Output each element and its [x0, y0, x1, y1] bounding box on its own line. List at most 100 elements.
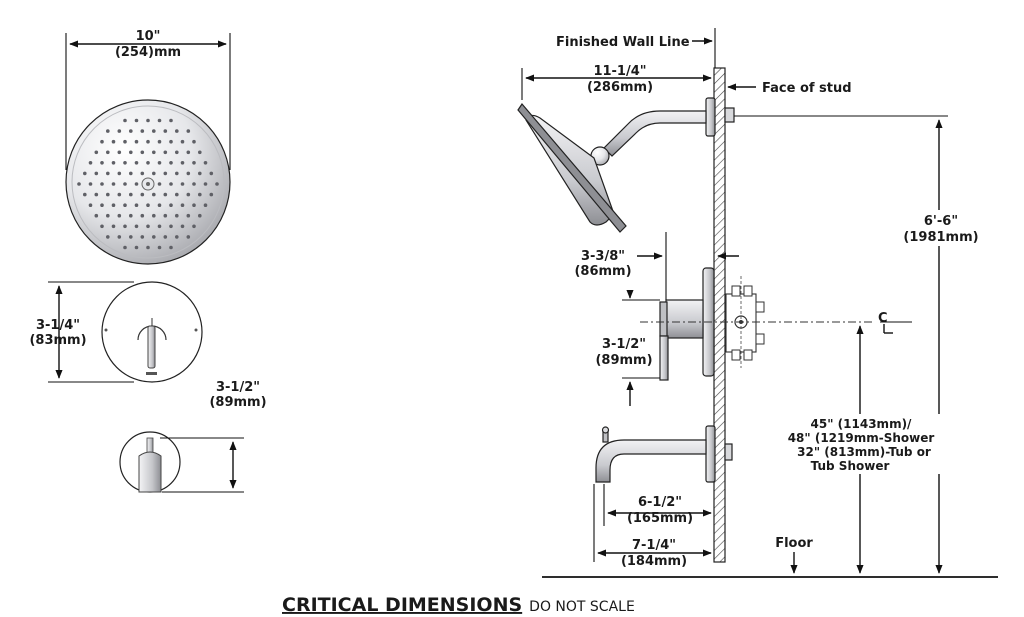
spray-nozzle — [117, 150, 122, 155]
spray-nozzle — [146, 203, 150, 207]
spray-nozzles — [77, 118, 219, 250]
spray-nozzle — [169, 161, 173, 165]
spray-nozzle — [152, 171, 156, 176]
spray-nozzle — [134, 203, 139, 207]
spray-nozzle — [152, 235, 156, 239]
spray-nozzle — [140, 213, 145, 218]
spray-nozzle — [111, 203, 116, 207]
spray-nozzle — [163, 192, 168, 197]
spray-nozzle — [83, 192, 87, 197]
spray-nozzle — [175, 213, 179, 218]
spray-nozzle — [175, 129, 179, 133]
spray-nozzle — [106, 171, 110, 176]
spray-nozzle — [152, 150, 156, 155]
spray-nozzle — [106, 213, 110, 218]
spray-nozzle — [152, 192, 156, 197]
spray-nozzle — [163, 129, 168, 133]
spray-nozzle — [100, 139, 104, 144]
handle-depth-imperial: 3-3/8" — [581, 249, 625, 264]
spray-nozzle — [192, 224, 196, 229]
spray-nozzle — [117, 129, 122, 133]
spray-nozzle — [175, 235, 179, 239]
centerline-symbol: C — [878, 311, 888, 326]
spray-nozzle — [140, 150, 145, 155]
spray-nozzle — [169, 203, 173, 207]
spray-nozzle — [134, 118, 139, 123]
spout-reach-metric: (165mm) — [627, 511, 693, 526]
footer-title: CRITICAL DIMENSIONS — [282, 594, 522, 616]
spray-nozzle — [157, 224, 162, 229]
spray-nozzle — [129, 129, 133, 133]
floor-label: Floor — [775, 536, 813, 551]
spray-nozzle — [157, 139, 162, 144]
spray-nozzle — [129, 213, 133, 218]
showerhead-side-view — [517, 97, 735, 233]
spray-nozzle — [117, 192, 122, 197]
spray-nozzle — [203, 161, 208, 165]
spray-nozzle — [123, 203, 127, 207]
valve-trim-front-view — [101, 281, 203, 383]
spray-nozzle — [100, 224, 104, 229]
spray-nozzle — [186, 129, 191, 133]
spray-nozzle — [192, 182, 196, 186]
spray-nozzle — [94, 213, 99, 218]
spray-nozzle — [146, 161, 150, 165]
spray-nozzle — [117, 235, 122, 239]
face-of-stud-label: Face of stud — [762, 81, 852, 96]
spray-nozzle — [157, 182, 162, 186]
head-width-dimension: 10" (254)mm — [65, 29, 231, 170]
arm-reach-dimension: 11-1/4" (286mm) — [521, 64, 712, 100]
tub-spout-front-view — [119, 431, 181, 493]
spray-nozzle — [180, 224, 185, 229]
spray-nozzle — [203, 182, 208, 186]
valve-height-line3: 32" (813mm)-Tub or — [797, 445, 931, 459]
spray-nozzle — [180, 203, 185, 207]
spray-nozzle — [123, 245, 127, 250]
spray-nozzle — [175, 150, 179, 155]
spray-nozzle — [140, 192, 145, 197]
spout-height-dimension: 3-1/2" (89mm) — [160, 380, 267, 493]
spray-nozzle — [140, 235, 145, 239]
spray-nozzle — [123, 182, 127, 186]
valve-centerline: C — [640, 311, 912, 334]
spray-nozzle — [140, 171, 145, 176]
spray-nozzle — [163, 213, 168, 218]
spray-nozzle — [180, 139, 185, 144]
spray-nozzle — [157, 203, 162, 207]
spray-nozzle — [106, 192, 110, 197]
spray-nozzle — [106, 129, 110, 133]
spray-nozzle — [88, 203, 93, 207]
spray-nozzle — [186, 171, 191, 176]
spray-nozzle — [209, 192, 214, 197]
spray-nozzle — [123, 139, 127, 144]
spray-nozzle — [129, 235, 133, 239]
spray-nozzle — [111, 182, 116, 186]
spray-nozzle — [192, 139, 196, 144]
valve-side-view — [659, 267, 765, 381]
finished-wall-line-label: Finished Wall Line — [556, 35, 690, 50]
tub-spout-side-view — [595, 425, 733, 483]
spray-nozzle — [77, 182, 81, 186]
spray-nozzle — [198, 192, 202, 197]
spray-nozzle — [163, 171, 168, 176]
spout-reach-imperial: 6-1/2" — [638, 495, 682, 510]
spray-nozzle — [134, 161, 139, 165]
spray-nozzle — [146, 139, 150, 144]
spray-nozzle — [198, 213, 202, 218]
trim-height-metric: (83mm) — [29, 333, 86, 348]
spray-nozzle — [169, 139, 173, 144]
valve-height-dimension: 45" (1143mm)/ 48" (1219mm-Shower 32" (81… — [782, 325, 942, 574]
spray-nozzle — [157, 118, 162, 123]
spout-total-imperial: 7-1/4" — [632, 538, 676, 553]
spray-nozzle — [186, 235, 191, 239]
spray-nozzle — [215, 182, 219, 186]
finished-wall — [713, 67, 726, 563]
spout-height-metric: (89mm) — [209, 395, 266, 410]
spray-nozzle — [134, 245, 139, 250]
spray-nozzle — [192, 203, 196, 207]
spray-nozzle — [129, 192, 133, 197]
head-width-imperial: 10" — [136, 29, 161, 44]
